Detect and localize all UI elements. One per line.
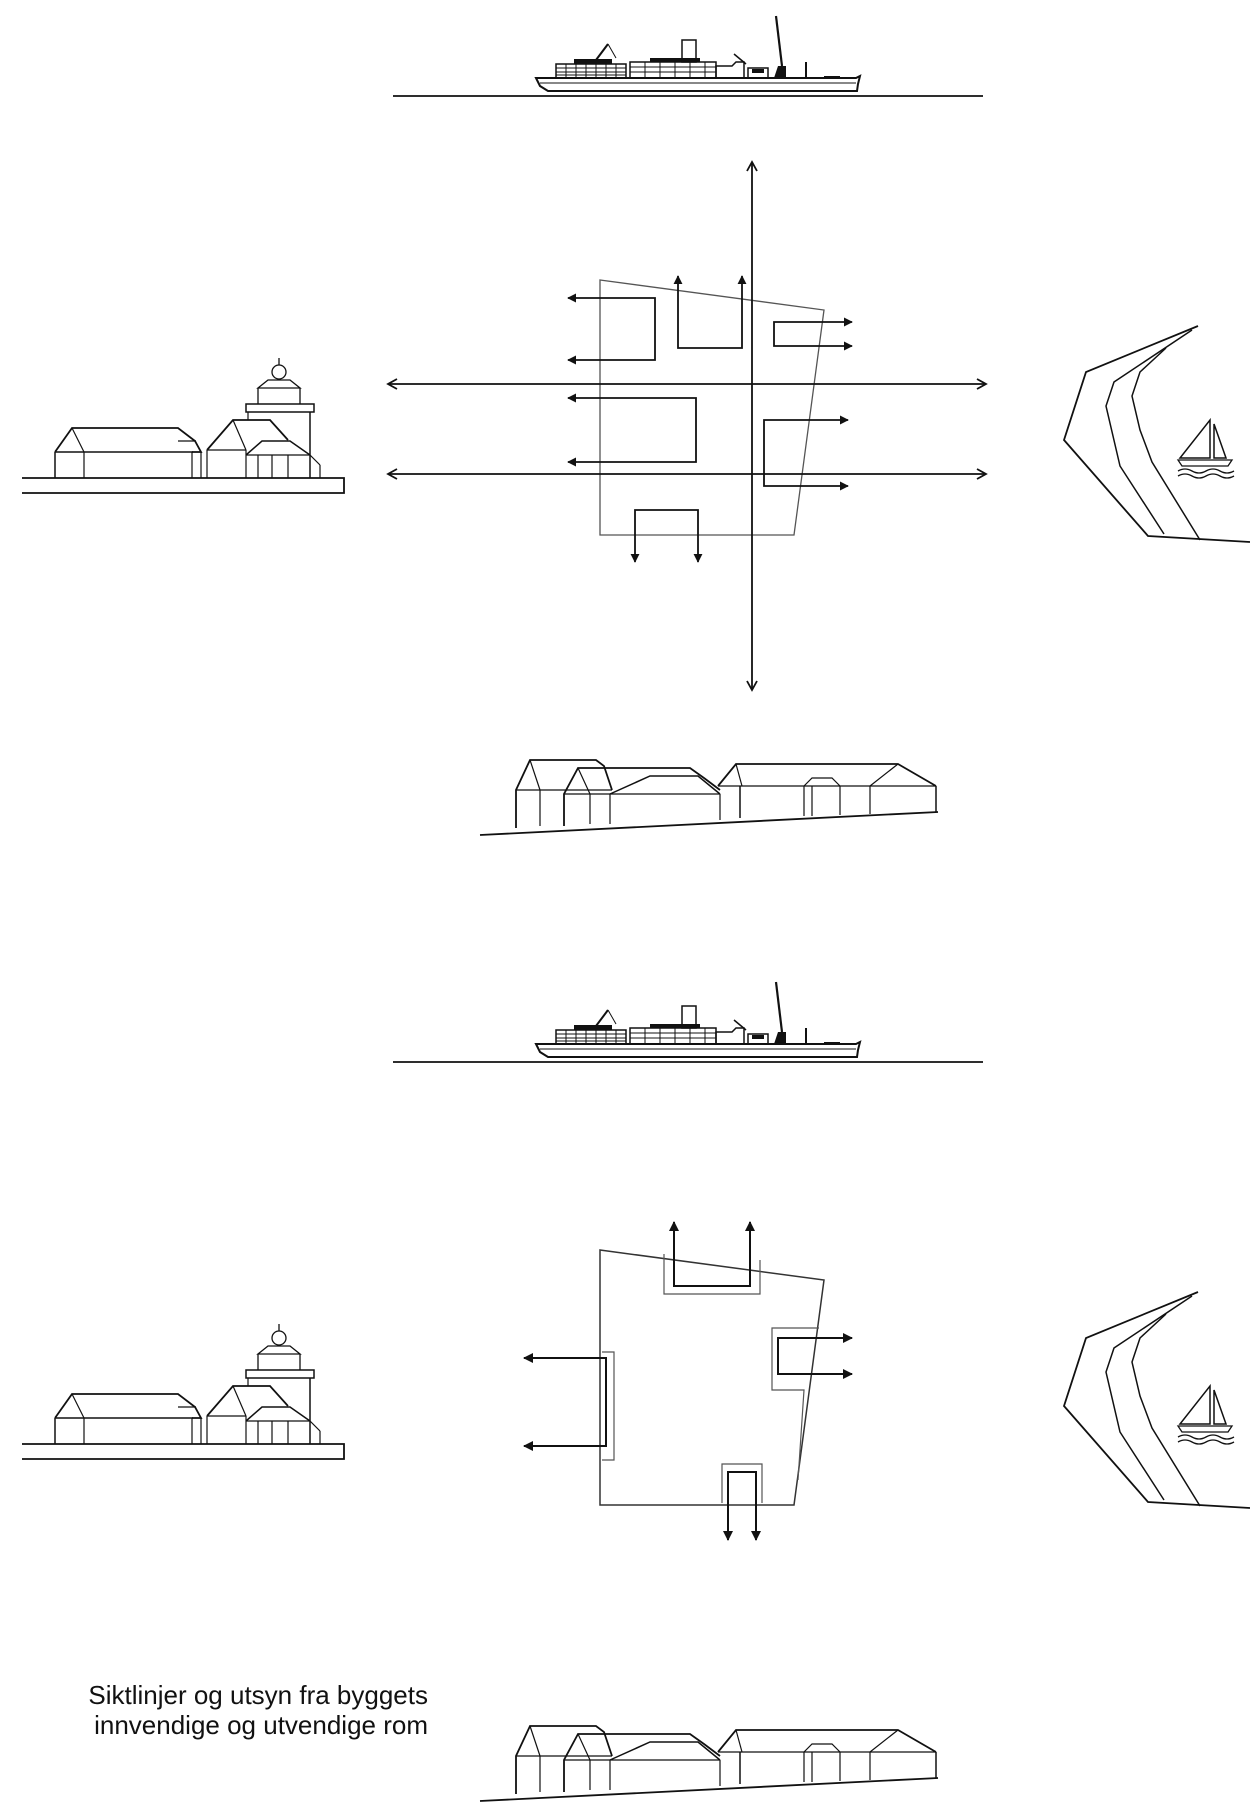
top-diagram <box>22 16 1250 835</box>
church-icon <box>22 358 344 493</box>
caption-line-2: innvendige og utvendige rom <box>0 1710 428 1740</box>
cargo-ship-icon <box>393 16 983 96</box>
sightline-plan <box>388 162 986 690</box>
houses-row-icon <box>480 760 938 835</box>
harbor-sailboat-icon <box>1064 1292 1250 1508</box>
church-icon <box>22 1324 344 1459</box>
building-plan <box>524 1222 852 1540</box>
cargo-ship-icon <box>393 982 983 1062</box>
caption-line-1: Siktlinjer og utsyn fra byggets <box>0 1680 428 1710</box>
bottom-diagram <box>22 982 1250 1801</box>
houses-row-icon <box>480 1726 938 1801</box>
harbor-sailboat-icon <box>1064 326 1250 542</box>
